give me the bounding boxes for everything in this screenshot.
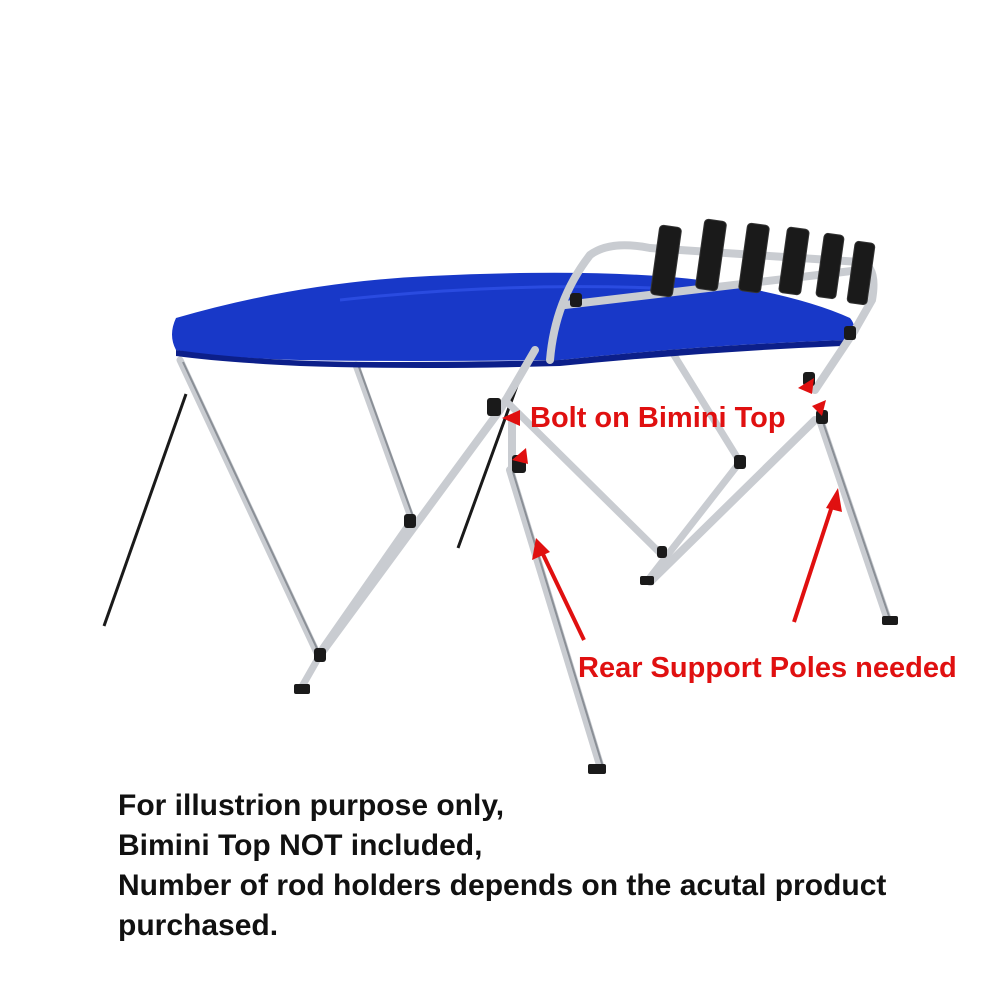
rear-support-label: Rear Support Poles needed: [578, 652, 957, 684]
disclaimer-text: For illustrion purpose only, Bimini Top …: [118, 786, 886, 946]
bimini-frame-back-shadow: [182, 361, 416, 658]
rod-holders: [650, 218, 876, 306]
bolt-on-label: Bolt on Bimini Top: [530, 402, 786, 434]
disclaimer-line-4: purchased.: [118, 909, 279, 942]
frame-brackets: [294, 293, 898, 774]
bimini-frame-front: [316, 241, 892, 769]
tie-down-straps: [102, 371, 524, 627]
bimini-frame-front-shadow: [512, 421, 892, 768]
disclaimer-line-1: For illustrion purpose only,: [118, 789, 505, 822]
disclaimer-line-3: Number of rod holders depends on the acu…: [118, 869, 887, 902]
disclaimer-line-2: Bimini Top NOT included,: [118, 829, 483, 862]
callout-arrows: [502, 378, 842, 641]
